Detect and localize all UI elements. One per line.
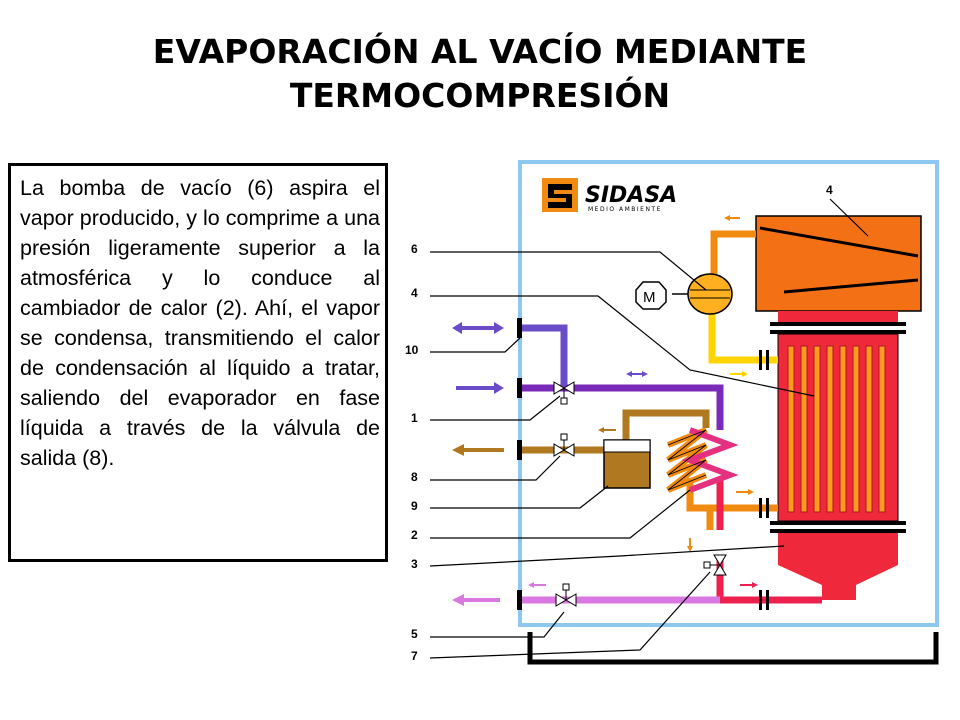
valve-icon[interactable]: [553, 433, 575, 457]
label-2: 2: [411, 528, 418, 542]
label-7: 7: [411, 649, 418, 663]
label-5: 5: [411, 627, 418, 641]
feed-pipe: [522, 384, 724, 430]
valve-icon[interactable]: [553, 381, 575, 405]
flow-arrow-icon: [452, 215, 758, 606]
purge-pipe: [522, 324, 568, 388]
description-box: La bomba de vacío (6) aspira el vapor pr…: [8, 163, 388, 562]
compressed-vapor-pipe: [708, 308, 778, 364]
valve-icon[interactable]: [555, 583, 577, 607]
label-8: 8: [411, 470, 418, 484]
valve-icon[interactable]: [703, 554, 727, 576]
base-skid: [527, 632, 939, 665]
title-line-2: TERMOCOMPRESIÓN: [289, 76, 671, 115]
motor-symbol: M: [643, 289, 656, 306]
wall-nozzles: [517, 318, 522, 610]
callout-labels: 6 4 10 1 8 9 2 3 5 7: [405, 242, 815, 663]
flange-bottom: [770, 521, 906, 525]
logo-name: SIDASA: [585, 183, 677, 208]
heat-exchanger-tubes: [787, 345, 886, 513]
sidasa-logo-icon: [542, 178, 578, 212]
label-6: 6: [411, 242, 418, 256]
label-1: 1: [411, 411, 418, 425]
logo-tagline: MEDIO AMBIENTE: [588, 206, 662, 213]
label-3: 3: [411, 557, 418, 571]
label-9: 9: [411, 499, 418, 513]
motor-icon: M: [635, 281, 667, 310]
title-line-1: EVAPORACIÓN AL VACÍO MEDIANTE: [152, 32, 808, 71]
label-10: 10: [405, 343, 419, 357]
vapor-outlet-pipe: [710, 230, 756, 278]
label-4: 4: [411, 286, 418, 300]
page-title: EVAPORACIÓN AL VACÍO MEDIANTE TERMOCOMPR…: [0, 30, 960, 118]
evaporator-body: [777, 311, 899, 600]
tank-number-label: 4: [826, 183, 833, 197]
flange-top: [770, 322, 906, 326]
